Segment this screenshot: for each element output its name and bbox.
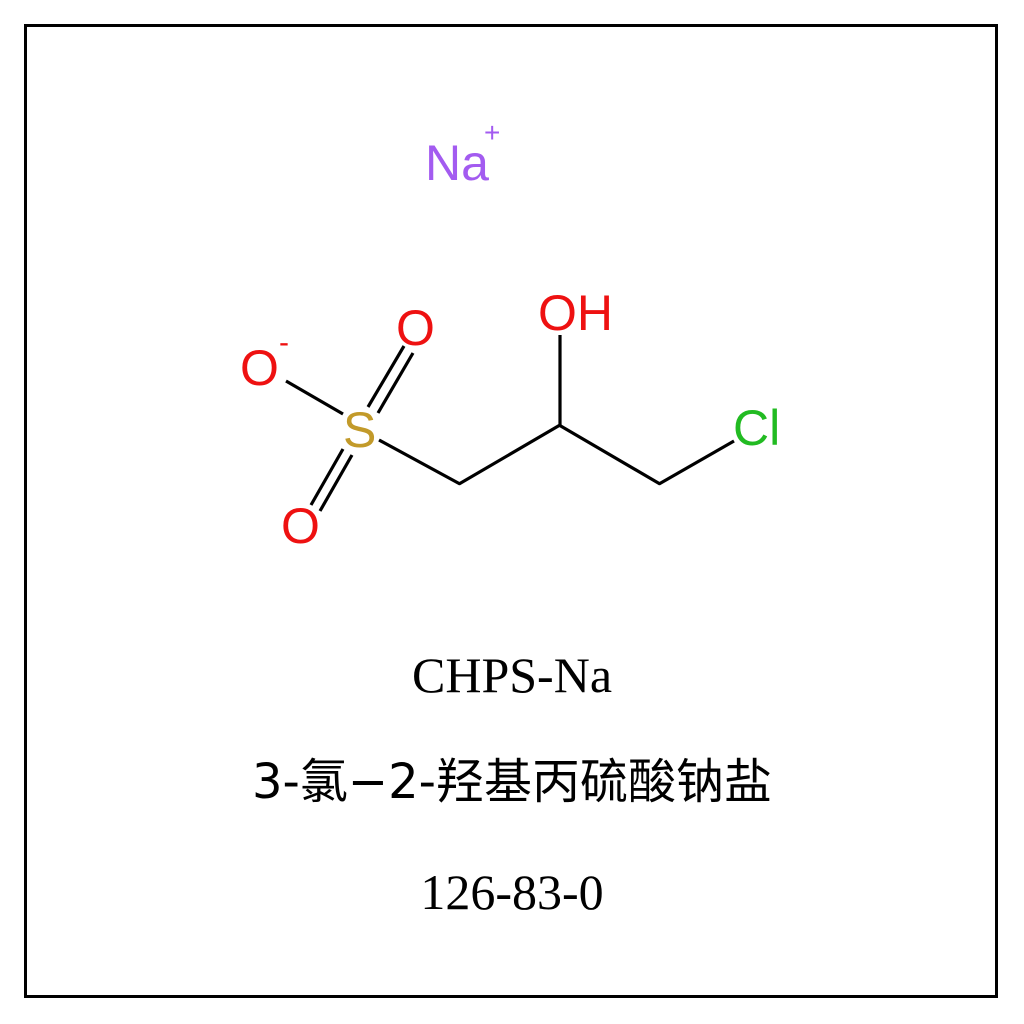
bond-s-obottom-a [309, 448, 345, 506]
bond-s-c1 [378, 438, 461, 486]
bond-s-otop-b [376, 352, 415, 414]
bond-s-otop-a [366, 345, 406, 408]
oxygen-charge-label: - [279, 326, 289, 359]
sodium-charge-label: + [484, 117, 500, 148]
oxygen-bottom-label: O [281, 498, 320, 554]
bonds [285, 335, 735, 512]
bond-ominus-s [285, 379, 344, 416]
chlorine-label: Cl [733, 400, 780, 456]
bond-c1-c2 [458, 423, 561, 486]
oxygen-top-label: O [396, 300, 435, 356]
sodium-ion-label: Na [425, 135, 489, 191]
hydroxyl-label: OH [538, 285, 613, 341]
compound-chinese-name: 3-氯−2-羟基丙硫酸钠盐 [252, 754, 772, 810]
cas-number: 126-83-0 [420, 864, 604, 920]
bond-c2-c3 [558, 423, 661, 486]
image-frame [24, 24, 998, 998]
oxygen-minus-label: O [240, 340, 279, 396]
bond-c3-cl [658, 439, 735, 486]
sulfur-label: S [343, 402, 376, 458]
compound-abbreviation: CHPS-Na [411, 647, 613, 703]
bond-s-obottom-b [318, 454, 354, 512]
